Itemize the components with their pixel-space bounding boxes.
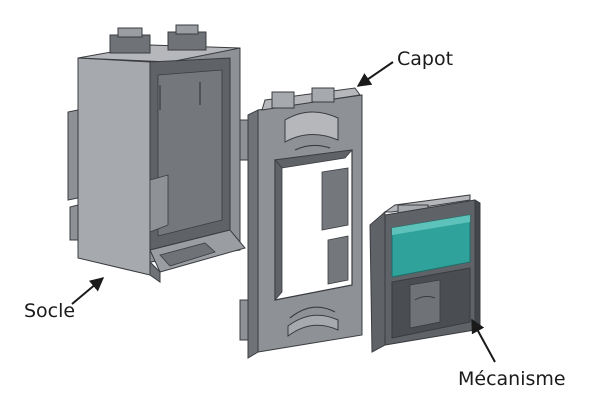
capot-part — [239, 87, 363, 359]
mecanisme-label: Mécanisme — [458, 368, 566, 390]
capot-label: Capot — [397, 48, 454, 70]
socle-label: Socle — [24, 300, 76, 322]
arrow-socle-icon — [71, 277, 105, 305]
arrow-capot-icon — [356, 61, 394, 87]
mecanisme-part — [369, 194, 481, 353]
socle-part — [67, 24, 246, 283]
arrow-mecanisme-icon — [471, 318, 496, 363]
